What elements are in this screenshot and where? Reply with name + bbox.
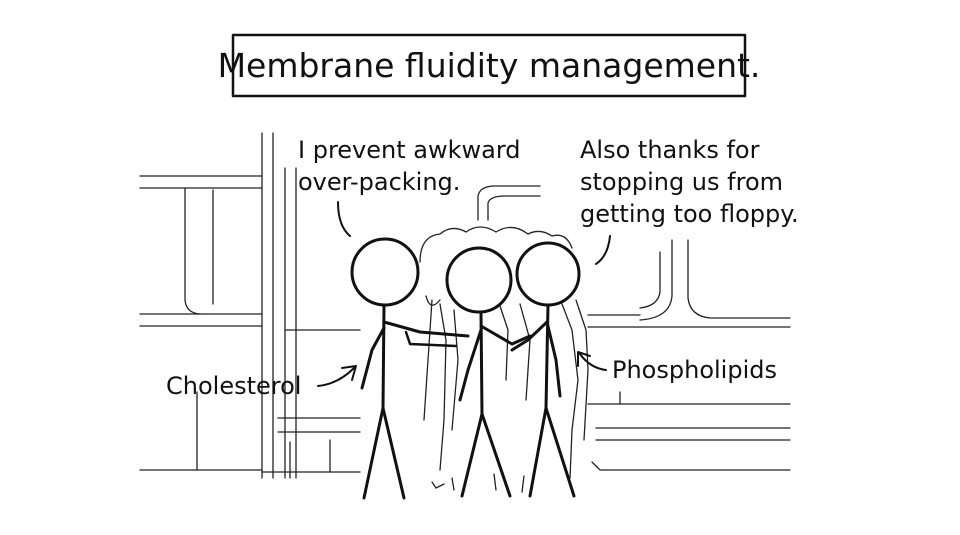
cholesterol-label: Cholesterol: [166, 372, 301, 400]
phospholipids-label-group: Phospholipids: [577, 351, 777, 384]
cholesterol-figure: [350, 237, 470, 500]
phospholipids-arrowhead: [577, 351, 591, 367]
cholesterol-arrowhead: [341, 365, 357, 381]
cholesterol-label-group: Cholesterol: [166, 365, 357, 400]
speech-right-line-2: stopping us from: [580, 168, 783, 196]
speech-left-line-2: over-packing.: [298, 168, 460, 196]
speech-right: Also thanks for stopping us from getting…: [580, 136, 799, 265]
speech-left-tail: [337, 201, 351, 237]
speech-right-line-1: Also thanks for: [580, 136, 760, 164]
phospholipids-arrow: [579, 353, 607, 371]
background-scene: [139, 132, 791, 479]
title-text: Membrane fluidity management.: [218, 46, 761, 85]
speech-right-line-3: getting too floppy.: [580, 200, 799, 228]
title-box: Membrane fluidity management.: [218, 33, 761, 98]
phospholipid-crowd: [419, 226, 589, 493]
speech-left: I prevent awkward over-packing.: [298, 136, 521, 237]
cholesterol-arrow: [317, 367, 355, 387]
speech-right-tail: [595, 235, 611, 265]
phospholipid-figure-middle: [445, 246, 532, 498]
phospholipid-figure-right: [510, 241, 581, 498]
phospholipids-label: Phospholipids: [612, 356, 777, 384]
speech-left-line-1: I prevent awkward: [298, 136, 521, 164]
